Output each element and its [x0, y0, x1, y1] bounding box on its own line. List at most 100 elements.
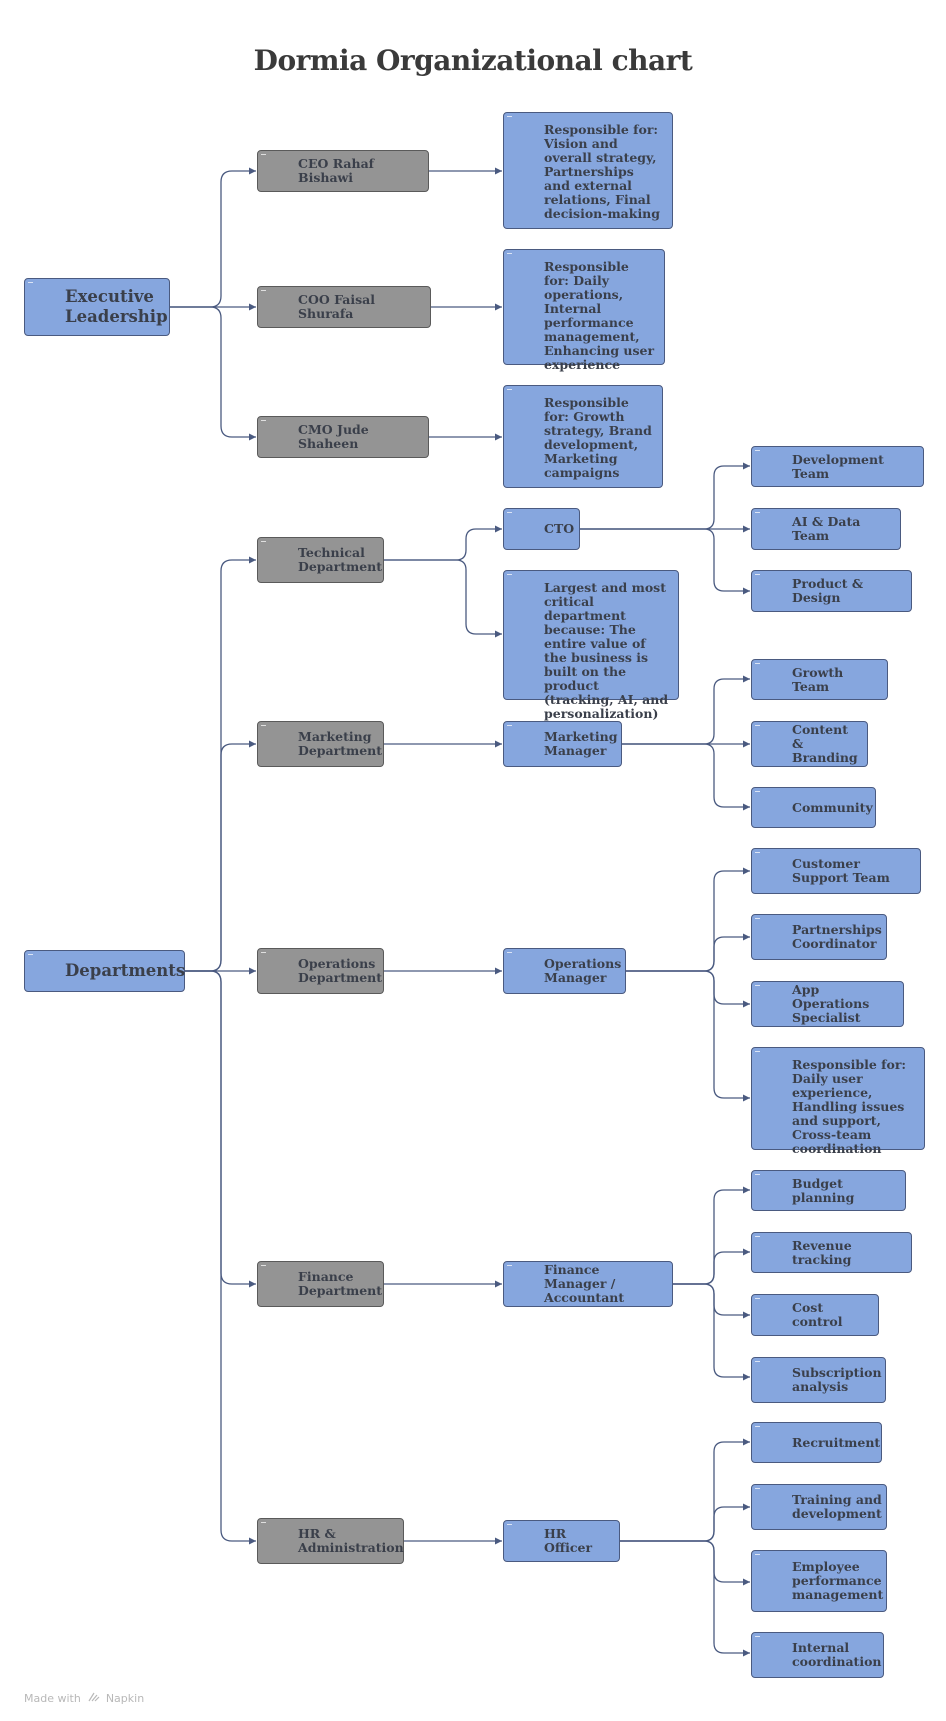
internal-coordination-node[interactable]: Internal coordination	[751, 1632, 884, 1678]
technical-department-node[interactable]: Technical Department	[257, 537, 384, 583]
napkin-brand-label: Napkin	[105, 1692, 145, 1705]
node-label: Product & Design	[792, 576, 864, 605]
operations-manager-node[interactable]: Operations Manager	[503, 948, 626, 994]
executive-leadership-node[interactable]: Executive Leadership	[24, 278, 170, 336]
link-tech-cto	[384, 525, 502, 561]
node-label: Finance Manager / Accountant	[544, 1262, 625, 1305]
node-label: Executive Leadership	[65, 287, 168, 326]
node-label: HR Officer	[544, 1526, 593, 1555]
node-label: CTO	[544, 521, 575, 536]
coo-node[interactable]: COO Faisal Shurafa	[257, 286, 431, 328]
hr-administration-node[interactable]: HR & Administration	[257, 1518, 404, 1564]
marketing-manager-node[interactable]: Marketing Manager	[503, 721, 622, 767]
customer-support-team-node[interactable]: Customer Support Team	[751, 848, 921, 894]
node-label: CMO Jude Shaheen	[298, 422, 369, 451]
link-dep-mkt	[185, 740, 256, 972]
link-hro-perf	[620, 1540, 750, 1586]
node-label: COO Faisal Shurafa	[298, 292, 376, 321]
chart-title: Dormia Organizational chart	[253, 44, 693, 77]
cto-node[interactable]: CTO	[503, 508, 580, 550]
node-label: Technical Department	[298, 545, 383, 574]
node-label: Community	[792, 799, 873, 815]
node-label: AI & Data Team	[792, 514, 861, 543]
node-label: Largest and most critical department bec…	[544, 580, 669, 721]
product-design-node[interactable]: Product & Design	[751, 570, 912, 612]
node-label: Partnerships Coordinator	[792, 922, 882, 951]
node-label: Marketing Manager	[544, 729, 618, 758]
ai-data-team-node[interactable]: AI & Data Team	[751, 508, 901, 550]
node-label: Development Team	[792, 451, 884, 481]
link-opsmgr-desc	[626, 970, 750, 1102]
node-label: Responsible for: Daily operations, Inter…	[544, 259, 655, 372]
node-label: App Operations Specialist	[792, 982, 870, 1025]
ceo-node[interactable]: CEO Rahaf Bishawi	[257, 150, 429, 192]
link-dep-hr	[185, 970, 256, 1545]
node-label: Finance Department	[298, 1269, 383, 1298]
cost-control-node[interactable]: Cost control	[751, 1294, 879, 1336]
revenue-tracking-node[interactable]: Revenue tracking	[751, 1232, 912, 1273]
operations-responsibilities-node[interactable]: Responsible for: Daily user experience, …	[751, 1047, 925, 1156]
link-tech-desc	[384, 559, 502, 638]
link-opsmgr-support	[626, 867, 750, 972]
node-label: Cost control	[792, 1300, 843, 1329]
link-finmgr-cost	[673, 1283, 750, 1319]
node-label: Responsible for: Growth strategy, Brand …	[544, 395, 652, 480]
node-label: Responsible for: Vision and overall stra…	[544, 122, 661, 221]
link-opsmgr-appops	[626, 970, 750, 1008]
node-label: Internal coordination	[792, 1640, 882, 1669]
growth-team-node[interactable]: Growth Team	[751, 659, 888, 700]
napkin-logo-icon	[88, 1692, 100, 1705]
operations-department-node[interactable]: Operations Department	[257, 948, 384, 994]
recruitment-node[interactable]: Recruitment	[751, 1422, 882, 1463]
finance-manager-node[interactable]: Finance Manager / Accountant	[503, 1261, 673, 1307]
link-hro-training	[620, 1503, 750, 1542]
link-hro-recruit	[620, 1438, 750, 1542]
technical-description-node[interactable]: Largest and most critical department bec…	[503, 570, 679, 721]
node-label: Growth Team	[792, 664, 844, 694]
finance-department-node[interactable]: Finance Department	[257, 1261, 384, 1307]
cmo-responsibilities-node[interactable]: Responsible for: Growth strategy, Brand …	[503, 385, 663, 488]
training-development-node[interactable]: Training and development	[751, 1484, 887, 1530]
node-label: Employee performance management	[792, 1559, 884, 1602]
subscription-analysis-node[interactable]: Subscription analysis	[751, 1357, 886, 1403]
node-label: CEO Rahaf Bishawi	[298, 156, 375, 185]
link-finmgr-revenue	[673, 1248, 750, 1285]
link-mgr-community	[622, 743, 750, 811]
node-label: Content & Branding	[792, 722, 858, 765]
node-label: Recruitment	[792, 1434, 881, 1450]
link-exec-ceo	[170, 167, 256, 308]
node-label: HR & Administration	[298, 1526, 404, 1555]
link-finmgr-subs	[673, 1283, 750, 1381]
partnerships-coordinator-node[interactable]: Partnerships Coordinator	[751, 914, 887, 960]
node-label: Revenue tracking	[792, 1237, 852, 1267]
link-exec-cmo	[170, 306, 256, 441]
link-finmgr-budget	[673, 1186, 750, 1285]
node-label: Responsible for: Daily user experience, …	[792, 1057, 907, 1156]
link-hro-coord	[620, 1540, 750, 1657]
community-node[interactable]: Community	[751, 787, 876, 828]
node-label: Training and development	[792, 1492, 882, 1521]
cmo-node[interactable]: CMO Jude Shaheen	[257, 416, 429, 458]
node-label: Customer Support Team	[792, 856, 890, 885]
node-label: Subscription analysis	[792, 1365, 882, 1394]
coo-responsibilities-node[interactable]: Responsible for: Daily operations, Inter…	[503, 249, 665, 372]
departments-node[interactable]: Departments	[24, 950, 185, 992]
employee-performance-node[interactable]: Employee performance management	[751, 1550, 887, 1612]
link-cto-product	[580, 528, 750, 595]
ceo-responsibilities-node[interactable]: Responsible for: Vision and overall stra…	[503, 112, 673, 229]
development-team-node[interactable]: Development Team	[751, 446, 924, 487]
node-label: Departments	[65, 961, 186, 980]
made-with-label: Made with	[24, 1692, 81, 1705]
footer-watermark: Made with Napkin	[24, 1692, 144, 1705]
node-label: Operations Department	[298, 956, 383, 985]
content-branding-node[interactable]: Content & Branding	[751, 721, 868, 767]
node-label: Budget planning	[792, 1175, 855, 1205]
app-operations-specialist-node[interactable]: App Operations Specialist	[751, 981, 904, 1027]
marketing-department-node[interactable]: Marketing Department	[257, 721, 384, 767]
node-label: Marketing Department	[298, 729, 383, 758]
node-label: Operations Manager	[544, 956, 622, 985]
budget-planning-node[interactable]: Budget planning	[751, 1170, 906, 1211]
hr-officer-node[interactable]: HR Officer	[503, 1520, 620, 1562]
link-opsmgr-partners	[626, 933, 750, 972]
